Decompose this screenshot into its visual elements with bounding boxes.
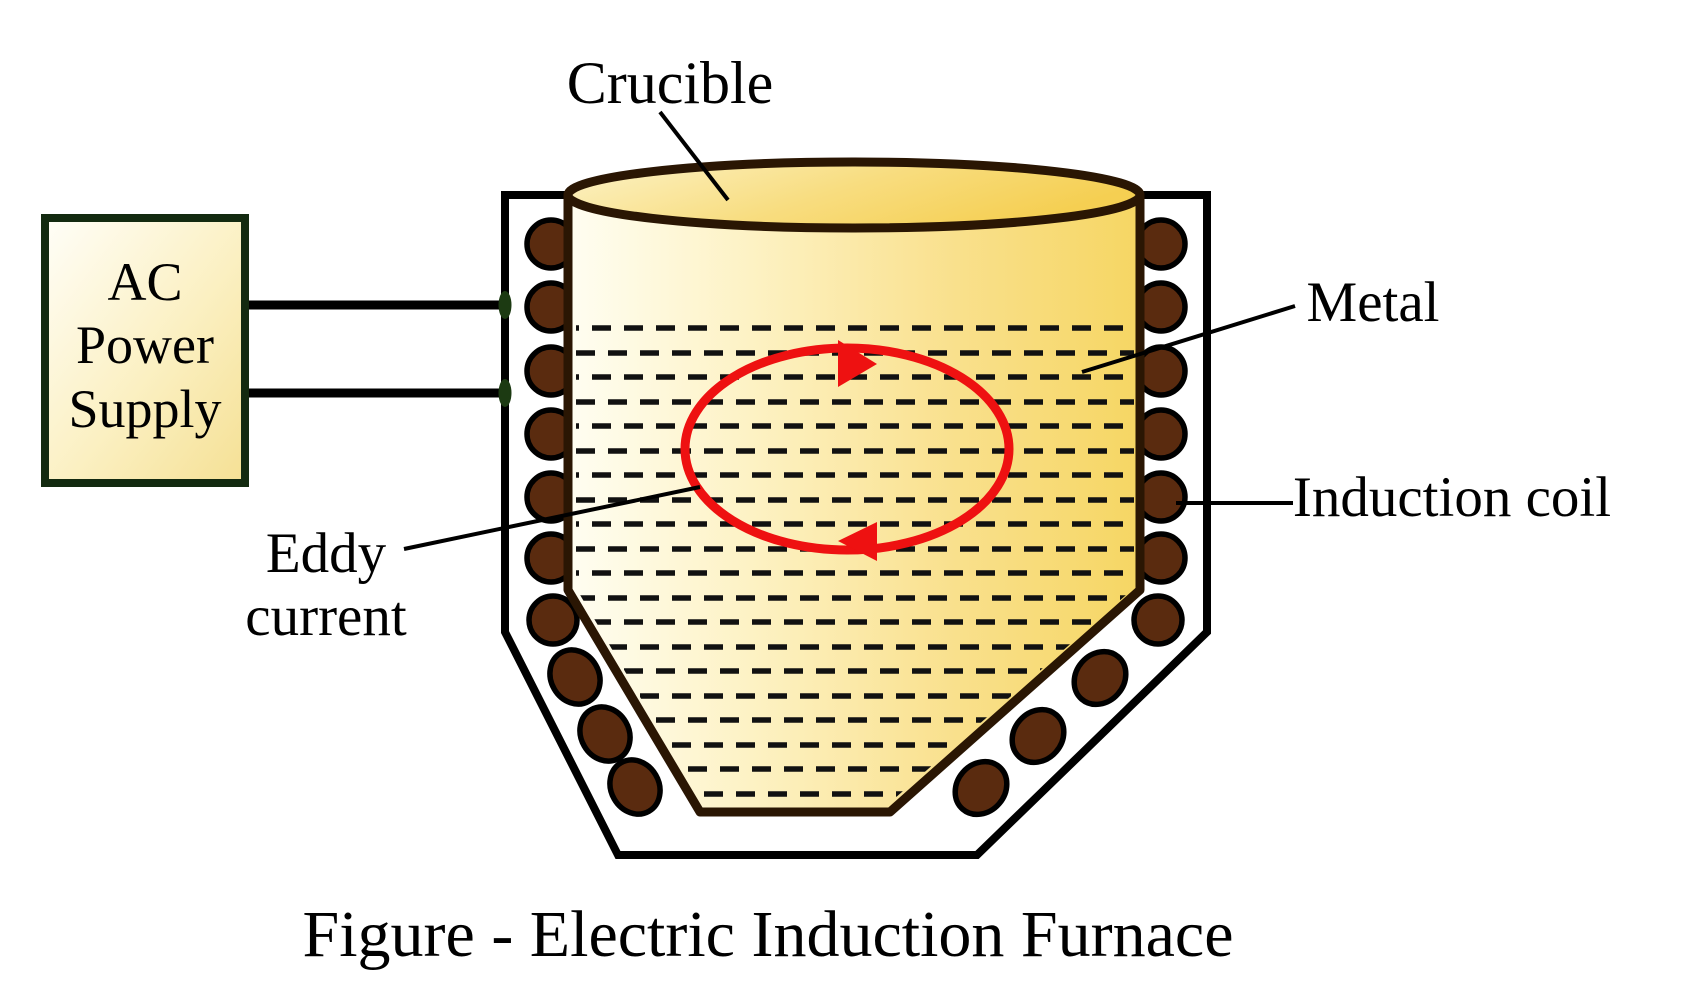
induction-coil-turn [577, 704, 633, 764]
crucible-leader-line [658, 110, 730, 202]
wire-terminal-top [498, 291, 512, 319]
induction-coil-left [524, 217, 663, 817]
ac-power-supply-label-line3: Supply [68, 379, 221, 439]
induction-coil-turn [526, 593, 580, 647]
eddy-current-arrow-left-icon [838, 522, 877, 561]
eddy-current-leader-line [403, 485, 701, 551]
induction-coil-turn [1071, 648, 1129, 708]
wire-terminal-bottom [498, 379, 512, 407]
ac-power-supply-label-line1: AC [107, 252, 182, 312]
metal-leader-line [1081, 304, 1296, 374]
eddy-current-label-line2: current [245, 585, 407, 648]
eddy-current-arrow-right-icon [838, 340, 877, 387]
induction-coil-label: Induction coil [1293, 466, 1611, 529]
figure-caption: Figure - Electric Induction Furnace [303, 898, 1234, 971]
induction-coil-turn [1131, 593, 1185, 647]
induction-coil-turn [1009, 706, 1067, 766]
induction-coil-turn [952, 758, 1010, 818]
induction-coil-turn [607, 757, 663, 817]
metal-label: Metal [1307, 271, 1440, 334]
induction-coil-turn [547, 647, 603, 707]
eddy-current-label-line1: Eddy [266, 522, 387, 585]
ac-power-supply-label-line2: Power [76, 315, 214, 375]
crucible-label: Crucible [567, 50, 774, 116]
crucible-rim [563, 157, 1145, 233]
ac-power-supply-box [41, 214, 249, 487]
